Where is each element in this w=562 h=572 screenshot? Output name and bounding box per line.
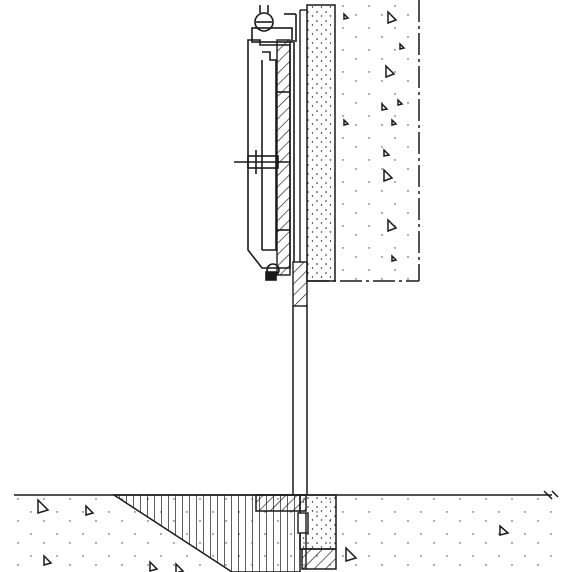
vertical-column xyxy=(292,306,308,495)
column-base-block xyxy=(255,494,337,570)
dashed-outline xyxy=(307,0,420,282)
aggregate-symbols xyxy=(37,10,510,572)
concrete-wall-fill xyxy=(299,4,336,282)
hatched-wall-strip xyxy=(276,39,308,307)
footing-hatch xyxy=(111,494,301,572)
hinge-roller-top xyxy=(254,5,274,32)
